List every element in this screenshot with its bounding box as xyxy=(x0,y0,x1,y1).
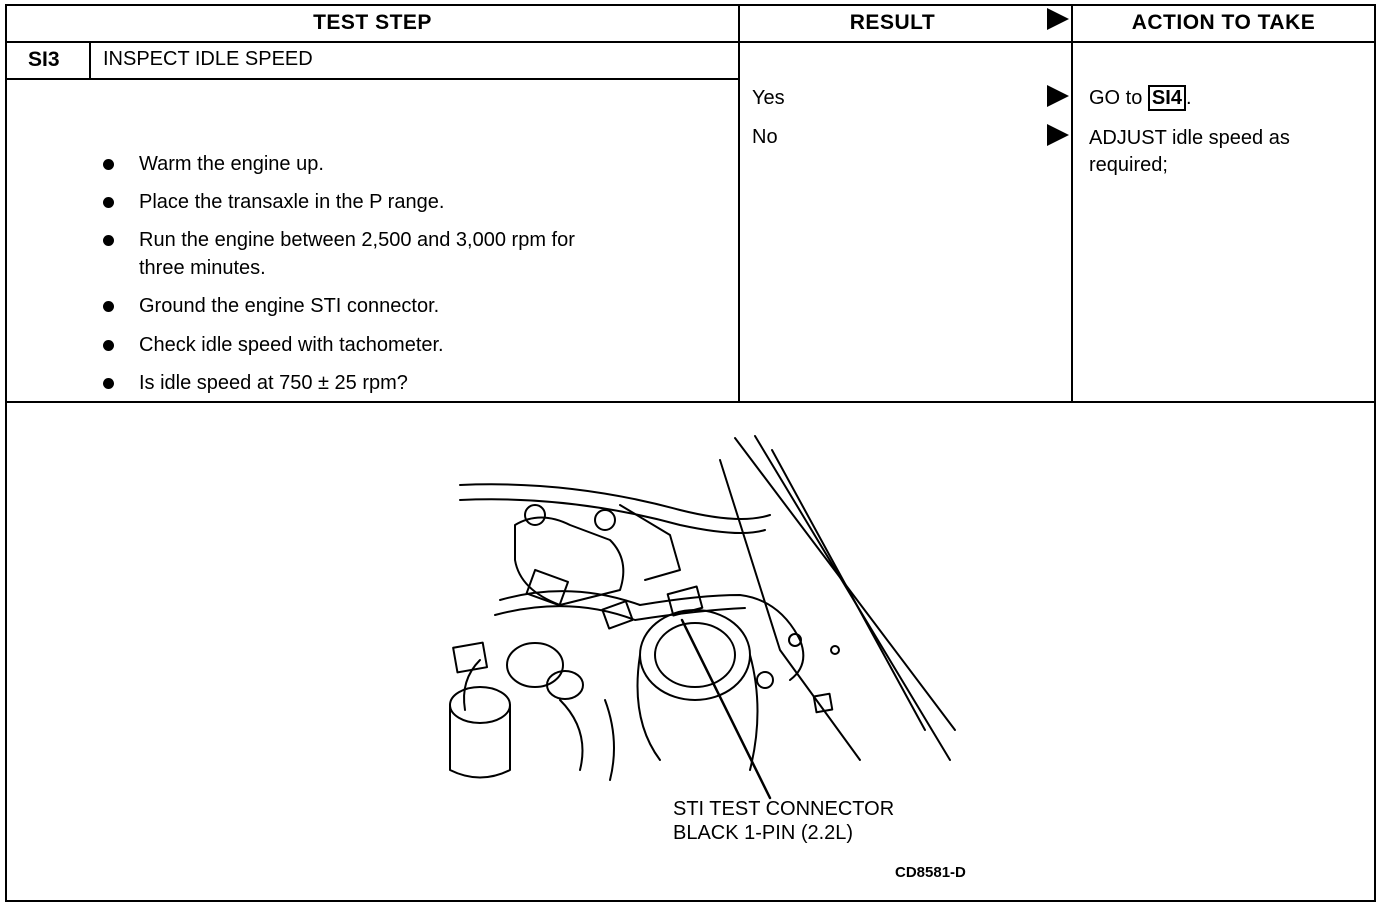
list-item-continuation: three minutes. xyxy=(139,257,266,279)
header-arrow-icon xyxy=(1047,8,1069,30)
list-item: Warm the engine up. xyxy=(139,153,324,175)
figure-code: CD8581-D xyxy=(895,864,966,881)
bullet-icon xyxy=(103,235,114,246)
callout-line1: STI TEST CONNECTOR xyxy=(673,798,895,820)
bullet-icon xyxy=(103,340,114,351)
bullet-icon xyxy=(103,159,114,170)
bullet-icon xyxy=(103,301,114,312)
result-yes: Yes xyxy=(752,87,785,109)
result-yes-arrow-icon xyxy=(1047,85,1069,107)
engine-compartment-illustration xyxy=(449,435,956,800)
result-no-arrow-icon xyxy=(1047,124,1069,146)
bullet-icon xyxy=(103,197,114,208)
step-ref-si4[interactable]: SI4 xyxy=(1147,85,1186,111)
list-item: Is idle speed at 750 ± 25 rpm? xyxy=(139,372,408,394)
result-no: No xyxy=(752,126,778,148)
bullet-icon xyxy=(103,378,114,389)
list-item: Ground the engine STI connector. xyxy=(139,295,440,317)
list-item: Run the engine between 2,500 and 3,000 r… xyxy=(139,229,575,251)
header-action: ACTION TO TAKE xyxy=(1131,11,1316,34)
action-yes: GO to SI4. xyxy=(1089,85,1192,111)
list-item: Place the transaxle in the P range. xyxy=(139,191,445,213)
action-no-line2: required; xyxy=(1089,154,1168,176)
action-yes-suffix: . xyxy=(1185,87,1192,109)
step-title: INSPECT IDLE SPEED xyxy=(103,48,313,70)
callout-line2: BLACK 1-PIN (2.2L) xyxy=(673,822,854,844)
header-test-step: TEST STEP xyxy=(313,11,432,34)
list-item: Check idle speed with tachometer. xyxy=(139,334,444,356)
header-result: RESULT xyxy=(849,11,936,34)
action-yes-prefix: GO to xyxy=(1089,87,1143,109)
action-no-line1: ADJUST idle speed as xyxy=(1089,127,1290,149)
step-id: SI3 xyxy=(28,48,60,71)
